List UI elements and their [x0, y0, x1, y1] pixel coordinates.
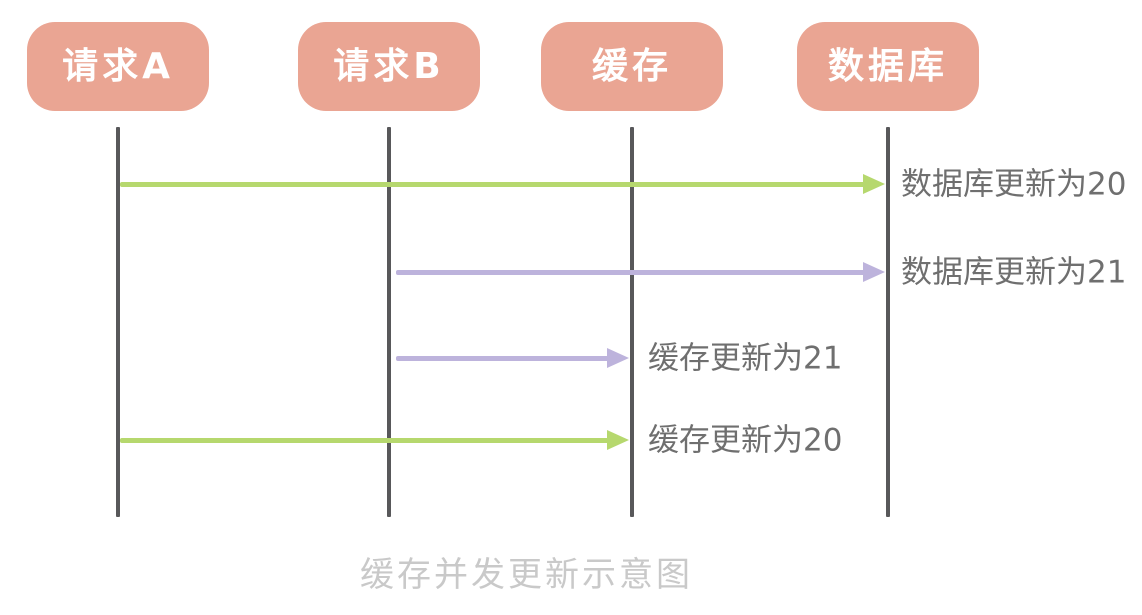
message-arrow-line [120, 182, 865, 187]
actor-box: 数据库 [797, 22, 979, 111]
message-label: 缓存更新为20 [648, 422, 843, 459]
lifeline [630, 127, 634, 517]
lifeline [116, 127, 120, 517]
actor-box: 请求B [298, 22, 480, 111]
lifeline [387, 127, 391, 517]
arrow-head-icon [607, 348, 629, 368]
arrow-head-icon [607, 430, 629, 450]
actor-label: 请求B [333, 45, 445, 87]
actor-box: 缓存 [541, 22, 723, 111]
arrow-head-icon [863, 174, 885, 194]
message-label: 数据库更新为21 [901, 254, 1127, 291]
message-arrow-line [120, 438, 609, 443]
diagram-caption: 缓存并发更新示意图 [360, 555, 693, 595]
message-arrow-line [396, 356, 609, 361]
actor-label: 数据库 [827, 45, 948, 87]
message-label: 数据库更新为20 [901, 166, 1127, 203]
actor-box: 请求A [27, 22, 209, 111]
message-arrow-line [396, 270, 865, 275]
actor-label: 请求A [62, 45, 174, 87]
arrow-head-icon [863, 262, 885, 282]
message-label: 缓存更新为21 [648, 340, 843, 377]
lifeline [886, 127, 890, 517]
actor-label: 缓存 [591, 45, 672, 87]
